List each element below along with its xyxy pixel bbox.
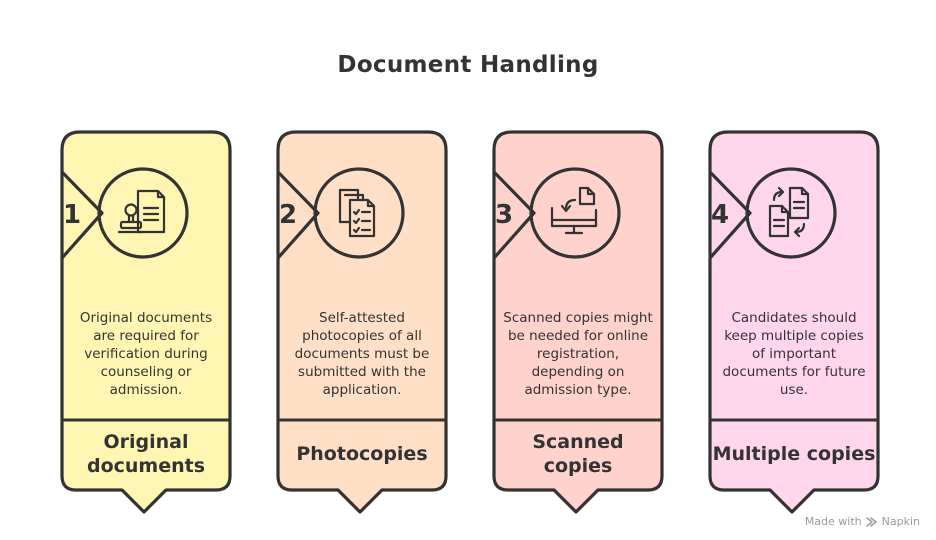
icon-circle bbox=[744, 166, 838, 260]
credit-brand: Napkin bbox=[881, 515, 920, 528]
card-description: Self-attested photocopies of all documen… bbox=[294, 310, 430, 398]
card-number: 4 bbox=[711, 200, 730, 230]
diagram-title: Document Handling bbox=[337, 52, 599, 78]
icon-circle bbox=[528, 166, 622, 260]
card-outline bbox=[276, 130, 448, 514]
card-background bbox=[494, 132, 662, 512]
card-scanned-copies: 3 Scanned copies might be needed for onl… bbox=[490, 128, 666, 520]
card-frame bbox=[276, 130, 448, 514]
card-background bbox=[62, 132, 230, 512]
card-label: Original documents bbox=[86, 431, 206, 477]
card-background bbox=[710, 132, 878, 512]
icon-circle bbox=[312, 166, 406, 260]
scanned-document-icon bbox=[550, 186, 598, 235]
card-outline bbox=[60, 130, 232, 514]
number-notch bbox=[708, 170, 752, 260]
made-with-credit: Made with Napkin bbox=[805, 515, 920, 528]
card-frame bbox=[492, 130, 664, 514]
card-multiple-copies: 4 Candidates bbox=[706, 128, 882, 520]
card-number: 1 bbox=[63, 200, 82, 230]
credit-prefix: Made with bbox=[804, 515, 862, 528]
card-outline bbox=[492, 130, 664, 514]
card-label: Scanned copies bbox=[532, 431, 624, 477]
photocopies-icon bbox=[338, 188, 376, 238]
card-outline bbox=[708, 130, 880, 514]
number-notch bbox=[276, 170, 320, 260]
icon-circle bbox=[96, 166, 190, 260]
card-background bbox=[278, 132, 446, 512]
card-frame bbox=[708, 130, 880, 514]
card-frame bbox=[60, 130, 232, 514]
card-description: Scanned copies might be needed for onlin… bbox=[503, 310, 653, 398]
number-notch bbox=[492, 170, 536, 260]
card-photocopies: 2 Self-attested photocopies of all bbox=[274, 128, 450, 520]
number-notch bbox=[60, 170, 104, 260]
multiple-copies-icon bbox=[768, 186, 810, 238]
card-label: Photocopies bbox=[296, 443, 428, 465]
napkin-logo-icon bbox=[865, 516, 877, 527]
card-number: 3 bbox=[495, 200, 514, 230]
card-label: Multiple copies bbox=[712, 443, 876, 465]
card-original-documents: 1 Original documents are required for ve… bbox=[58, 128, 234, 520]
card-description: Candidates should keep multiple copies o… bbox=[722, 310, 866, 398]
card-description: Original documents are required for veri… bbox=[79, 310, 213, 398]
card-number: 2 bbox=[279, 200, 298, 230]
stamped-document-icon bbox=[117, 189, 166, 234]
